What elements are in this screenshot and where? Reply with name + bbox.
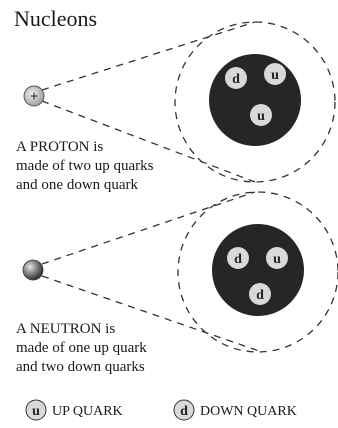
legend-up-quark-icon xyxy=(25,399,47,421)
legend-icons: u d xyxy=(25,399,195,421)
diagram-title: Nucleons xyxy=(14,6,98,31)
proton-quark-down-label: d xyxy=(232,72,240,87)
neutron-quark-down-1-label: d xyxy=(234,252,242,267)
neutron-nucleus xyxy=(212,224,304,316)
neutron-particle xyxy=(22,259,44,281)
legend-up-quark-label: UP QUARK xyxy=(52,404,123,419)
neutron-caption: A NEUTRON is made of one up quark and tw… xyxy=(16,320,206,377)
proton-quark-up-1-label: u xyxy=(271,68,279,83)
neutron-caption-line-2: made of one up quark xyxy=(16,340,147,356)
legend-down-quark-label: DOWN QUARK xyxy=(200,404,297,419)
proton-cone-line-upper xyxy=(41,21,256,91)
neutron-group: d u d xyxy=(22,191,338,353)
proton-nucleus xyxy=(209,54,301,146)
proton-caption-line-3: and one down quark xyxy=(16,177,139,193)
proton-outer-dashed-circle xyxy=(174,21,336,183)
neutron-quark-down-2 xyxy=(249,283,271,305)
neutron-caption-line-1: A NEUTRON is xyxy=(16,321,116,337)
neutron-outer-dashed-circle xyxy=(177,191,338,353)
neutron-quark-down-1 xyxy=(227,247,249,269)
proton-quark-up-2-label: u xyxy=(257,109,265,124)
neutron-quark-down-2-label: d xyxy=(256,288,264,303)
proton-quark-up-1 xyxy=(264,63,286,85)
neutron-cone-line-upper xyxy=(41,191,256,265)
proton-caption: A PROTON is made of two up quarks and on… xyxy=(16,138,206,195)
legend-up-quark-symbol: u xyxy=(32,404,40,419)
proton-caption-line-2: made of two up quarks xyxy=(16,158,154,174)
proton-caption-line-1: A PROTON is xyxy=(16,139,104,155)
legend-down-quark-icon xyxy=(173,399,195,421)
neutron-quark-up-label: u xyxy=(273,252,281,267)
legend-down-quark-symbol: d xyxy=(180,404,188,419)
proton-plus-symbol: + xyxy=(30,89,39,105)
proton-group: + d u u xyxy=(23,21,336,183)
neutron-quark-up xyxy=(266,247,288,269)
proton-quark-down xyxy=(225,67,247,89)
proton-particle xyxy=(23,85,45,107)
neutron-caption-line-3: and two down quarks xyxy=(16,359,145,375)
proton-quark-up-2 xyxy=(250,104,272,126)
